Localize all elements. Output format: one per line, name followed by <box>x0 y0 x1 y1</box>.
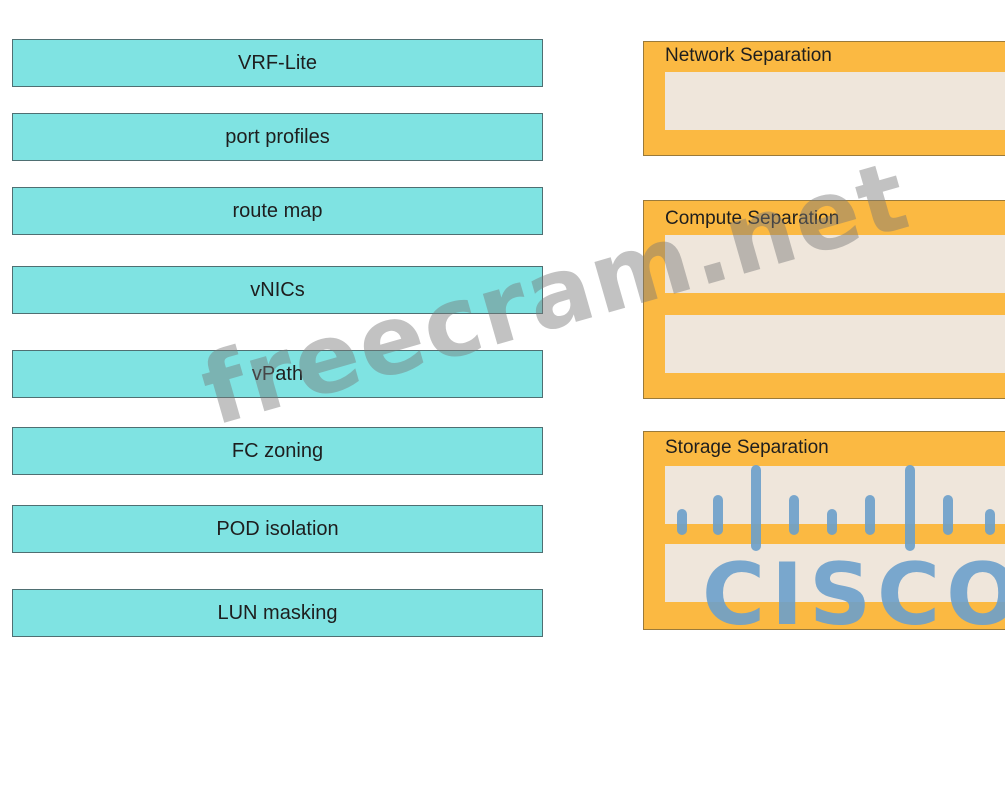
drop-slot[interactable] <box>665 315 1005 373</box>
target-compute-separation: Compute Separation <box>643 200 1005 399</box>
drop-slot[interactable] <box>665 466 1005 524</box>
target-network-separation: Network Separation <box>643 41 1005 156</box>
drop-slot[interactable] <box>665 235 1005 293</box>
target-title: Storage Separation <box>665 437 829 458</box>
drop-slot[interactable] <box>665 72 1005 130</box>
option-label: vPath <box>251 362 304 385</box>
option-label: POD isolation <box>216 517 339 540</box>
option-label: vNICs <box>250 278 305 301</box>
target-storage-separation: Storage Separation <box>643 431 1005 630</box>
option-label: LUN masking <box>217 601 338 624</box>
option-label: FC zoning <box>231 439 324 462</box>
option-pod-isolation[interactable]: POD isolation <box>12 505 543 553</box>
option-fc-zoning[interactable]: FC zoning <box>12 427 543 475</box>
option-label: route map <box>232 199 323 222</box>
option-route-map[interactable]: route map <box>12 187 543 235</box>
drop-slot[interactable] <box>665 544 1005 602</box>
target-title: Network Separation <box>665 45 832 66</box>
option-vrf-lite[interactable]: VRF-Lite <box>12 39 543 87</box>
target-title: Compute Separation <box>665 208 840 229</box>
option-label: VRF-Lite <box>238 51 317 74</box>
option-vnics[interactable]: vNICs <box>12 266 543 314</box>
option-label: port profiles <box>225 125 330 148</box>
option-vpath[interactable]: vPath <box>12 350 543 398</box>
option-lun-masking[interactable]: LUN masking <box>12 589 543 637</box>
option-port-profiles[interactable]: port profiles <box>12 113 543 161</box>
